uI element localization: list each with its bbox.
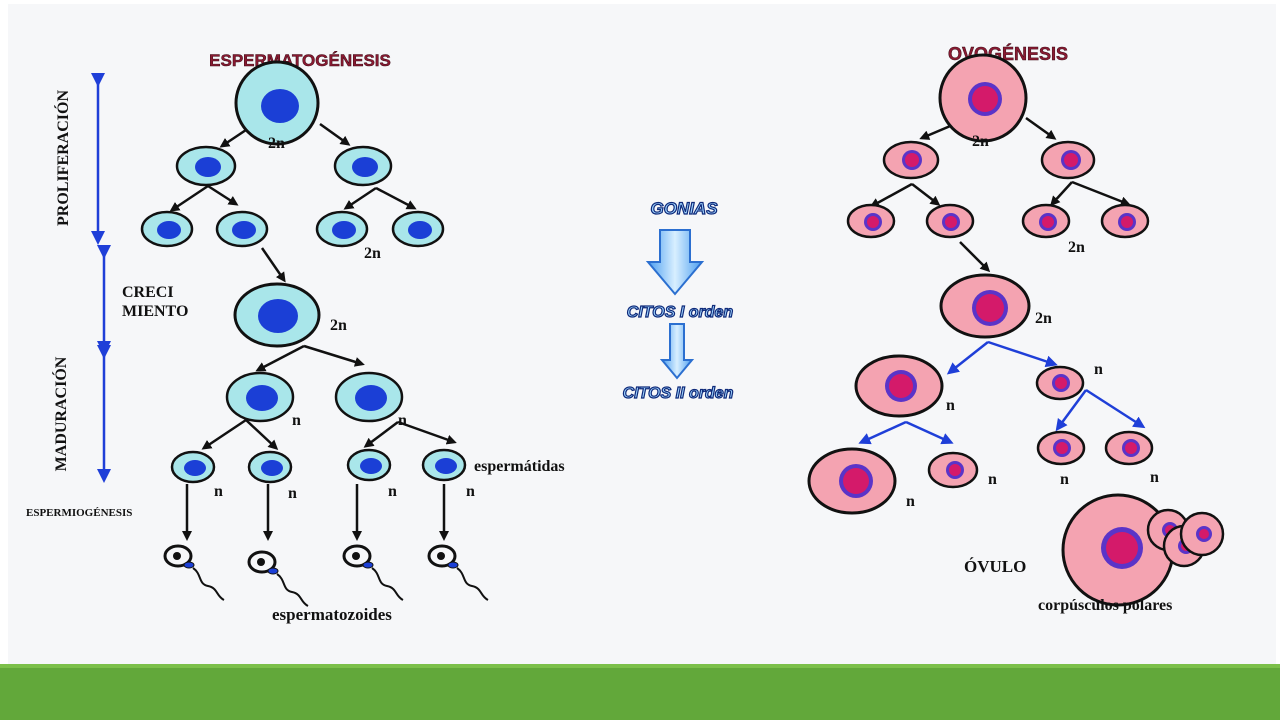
ovo-cell-l3-a	[846, 203, 896, 239]
sperm-cell-sec-b	[334, 371, 404, 423]
spermatozoa	[163, 544, 489, 607]
label-maturation: MADURACIÓN	[51, 356, 70, 471]
label-citos-2: CITOS II orden	[623, 385, 734, 402]
phase-arrows	[91, 73, 111, 483]
footer-bar-highlight	[0, 664, 1280, 668]
label-polar-bodies: corpúsculos polares	[1038, 597, 1172, 614]
spermatogonia-cells	[140, 60, 445, 248]
spermatid-b	[247, 450, 293, 484]
label-ovum: ÓVULO	[964, 557, 1026, 576]
label-citos-1: CITOS I orden	[627, 304, 734, 321]
spermatid-c	[346, 448, 392, 482]
second-polar-body-b	[1036, 430, 1086, 466]
sperm-cell-l3-c	[315, 210, 369, 248]
label-spermiogenesis: ESPERMIOGÉNESIS	[26, 507, 132, 519]
sperm-arrows	[169, 122, 457, 541]
ovo-n-pb2c: n	[1150, 469, 1159, 486]
ootids-and-polar-bodies	[807, 430, 1154, 515]
sperm-n-tid-a: n	[214, 483, 223, 500]
label-spermatids: espermátidas	[474, 458, 565, 475]
sperm-cell-l3-b	[215, 210, 269, 248]
label-growth-line1: CRECI	[122, 284, 174, 301]
spermatozoon-b-icon	[247, 550, 309, 607]
ovum-with-polar-bodies	[1061, 493, 1225, 607]
label-growth-line2: MIENTO	[122, 303, 188, 320]
sperm-cell-sec-a	[225, 371, 295, 423]
spermatid-d	[421, 448, 467, 482]
spermatid-a	[170, 450, 216, 484]
sperm-n-sec-b: n	[398, 412, 407, 429]
spermatozoon-d-icon	[427, 544, 489, 601]
spermatids	[170, 448, 467, 484]
center-legend: GONIAS CITOS I orden CITOS II orden	[622, 198, 734, 402]
primary-oocyte	[939, 273, 1031, 339]
ovo-cell-l3-b	[925, 203, 975, 239]
oogonia-cells	[846, 53, 1150, 239]
ovo-blue-arrows	[858, 340, 1146, 445]
secondary-spermatocytes	[225, 371, 404, 423]
sperm-2n-root: 2n	[268, 135, 285, 152]
footer-bar	[0, 664, 1280, 720]
ovo-2n-l3: 2n	[1068, 239, 1085, 256]
big-down-arrow-1-icon	[645, 229, 705, 296]
ovo-cell-l2-b	[1040, 140, 1096, 180]
sperm-cell-root	[234, 60, 320, 146]
ootid-large	[807, 447, 897, 515]
sperm-n-tid-b: n	[288, 485, 297, 502]
sperm-cell-l2-b	[333, 145, 393, 187]
ovo-n-pb2b: n	[1060, 471, 1069, 488]
secondary-oocyte	[854, 354, 944, 418]
label-spermatozoa: espermatozoides	[272, 605, 392, 624]
secondary-oocytes	[854, 354, 1085, 418]
sperm-n-tid-d: n	[466, 483, 475, 500]
spermatozoon-a-icon	[163, 544, 225, 601]
sperm-cell-l3-d	[391, 210, 445, 248]
gametogenesis-diagram: ESPERMATOGÉNESIS PROLIFERACIÓN CRECI MIE…	[26, 43, 1225, 624]
spermatozoon-c-icon	[342, 544, 404, 601]
sperm-ploidy-labels: 2n 2n 2n n n n n n n	[214, 135, 475, 502]
primary-spermatocyte	[233, 282, 321, 348]
second-polar-body-a	[927, 451, 979, 489]
ovo-cell-l3-d	[1100, 203, 1150, 239]
sperm-2n-l3: 2n	[364, 245, 381, 262]
sperm-title: ESPERMATOGÉNESIS	[209, 51, 391, 70]
sperm-cell-l2-a	[175, 145, 237, 187]
ovo-n-pb1: n	[1094, 361, 1103, 378]
ovo-ploidy-labels: 2n 2n 2n n n n n n n	[906, 133, 1159, 510]
sperm-cell-l3-a	[140, 210, 194, 248]
polar-body-c	[1179, 511, 1225, 557]
ovo-cell-root	[938, 53, 1028, 143]
sperm-n-sec-a: n	[292, 412, 301, 429]
ovo-cell-l3-c	[1021, 203, 1071, 239]
big-down-arrow-2-icon	[659, 323, 695, 380]
ovo-n-secondary: n	[946, 397, 955, 414]
sperm-2n-growth: 2n	[330, 317, 347, 334]
second-polar-body-c	[1104, 430, 1154, 466]
first-polar-body	[1035, 365, 1085, 401]
label-proliferation: PROLIFERACIÓN	[53, 90, 72, 226]
ovo-2n-root: 2n	[972, 133, 989, 150]
ovo-n-pb2a: n	[988, 471, 997, 488]
ovo-n-ootid: n	[906, 493, 915, 510]
label-gonias: GONIAS	[650, 199, 718, 218]
sperm-n-tid-c: n	[388, 483, 397, 500]
ovo-cell-l2-a	[882, 140, 940, 180]
ovo-2n-primary: 2n	[1035, 310, 1052, 327]
